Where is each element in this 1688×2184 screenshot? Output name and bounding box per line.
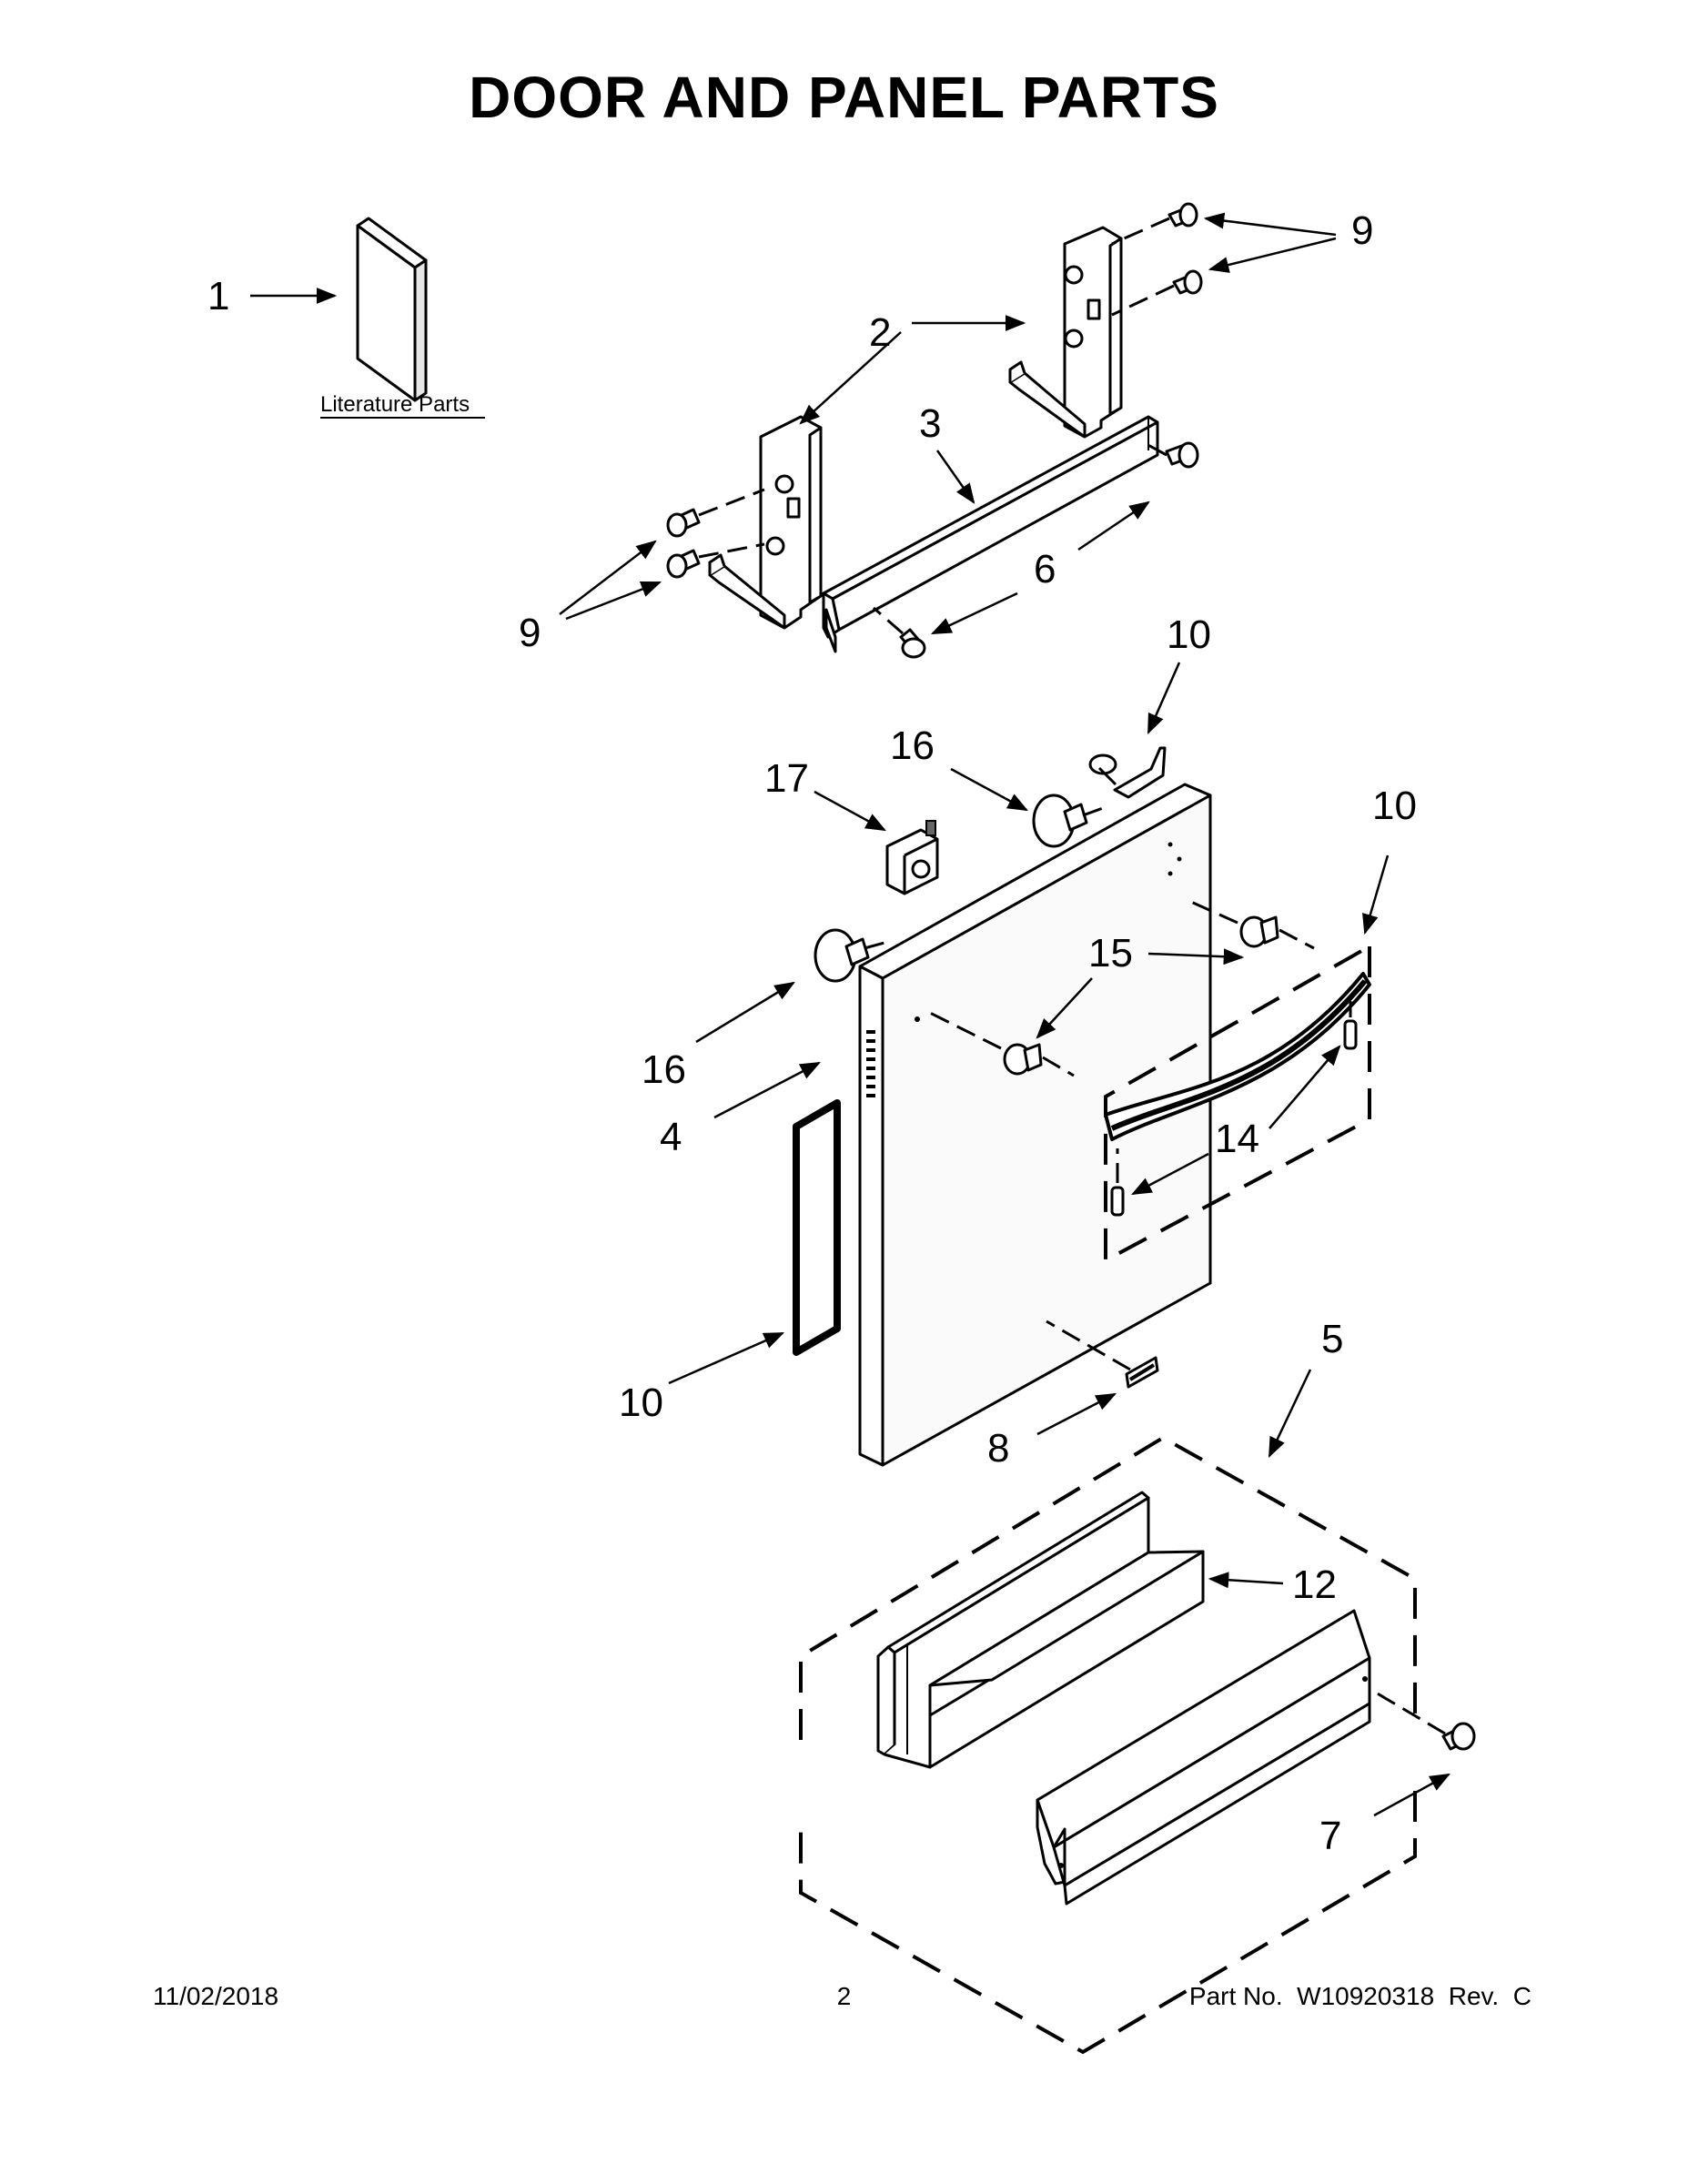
page-title: DOOR AND PANEL PARTS [469,65,1219,130]
leader-3 [935,450,975,504]
leader-16a [950,767,1028,812]
callout-16-upper: 16 [890,723,935,768]
screw-left-1 [666,488,765,538]
leader-14b [1131,1152,1209,1196]
door-latch [885,820,939,895]
toe-panel-group-boundary [799,1435,1417,2055]
handle-spacer-left [927,1010,1075,1077]
literature-book [356,217,428,402]
literature-parts-label: Literature Parts [320,392,470,417]
leader-9c [559,540,657,615]
spool-upper [1032,794,1104,848]
callout-16-lower: 16 [642,1047,686,1092]
callout-3: 3 [919,401,941,446]
door-gasket [793,1099,841,1356]
leader-9b [1208,237,1337,273]
callout-6: 6 [1034,547,1056,592]
callout-15: 15 [1088,931,1133,976]
door-handle [1104,972,1371,1141]
leader-2a [799,331,902,425]
leader-7 [1373,1773,1450,1817]
leader-16b [695,981,795,1044]
footer-page-number: 2 [836,1982,852,2010]
leader-9a [1203,212,1337,237]
outer-door-panel [858,783,1212,1467]
handle-stud-left [1110,1148,1125,1217]
leader-10 [1147,662,1181,735]
screw-upper-right-1 [1111,202,1198,246]
handle-spacer-right [1184,897,1315,950]
callout-17: 17 [764,756,809,801]
leader-17 [814,790,886,832]
leader-11 [1362,854,1390,935]
leader-6a [1077,500,1150,551]
logo-badge [1046,1320,1159,1389]
callout-10: 10 [1167,612,1211,657]
leader-15b [1036,977,1093,1039]
leader-13 [1208,1572,1284,1589]
footer-date: 11/02/2018 [153,1982,279,2010]
leader-9d [565,581,662,621]
rail-screw-right [1142,440,1199,469]
spool-left [814,928,885,983]
leader-15a [1147,948,1245,966]
handle-group-boundary [1104,945,1371,1264]
callout-8: 8 [987,1426,1009,1471]
callout-5: 5 [1321,1317,1343,1361]
callout-9-upper: 9 [1351,208,1373,253]
callout-14: 14 [1215,1117,1259,1161]
handle-stud-right [1343,1001,1358,1050]
mounting-rail [822,415,1159,653]
left-hinge-bracket [708,415,823,630]
vent-clip [1088,746,1167,799]
toe-panel-screw [1375,1691,1476,1751]
callout-2: 2 [869,310,891,355]
callout-4: 4 [660,1115,682,1159]
leader-6b [930,592,1018,635]
rail-screw-left [873,606,926,659]
leader-12 [668,1331,785,1385]
leader-5 [1268,1369,1312,1459]
leader-4 [713,1061,821,1119]
toe-panel [1036,1609,1371,1906]
leader-8 [1036,1392,1117,1436]
right-hinge-bracket [1008,226,1123,439]
screw-left-2 [666,542,765,579]
insulation-block [876,1491,1205,1769]
footer-part-number: Part No. W10920318 Rev. C [1188,1982,1531,2010]
callout-12: 10 [619,1380,663,1425]
callout-1: 1 [207,274,229,318]
callout-9-lower: 9 [519,611,541,655]
screw-upper-right-2 [1111,269,1203,317]
callout-7: 7 [1319,1814,1341,1858]
callout-13: 12 [1292,1562,1337,1607]
leader-14a [1269,1045,1341,1129]
callout-11: 10 [1372,784,1417,828]
